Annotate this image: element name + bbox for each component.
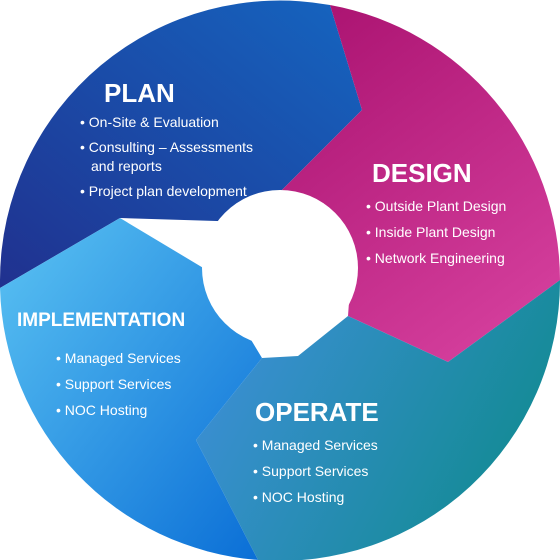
implementation-item-3-text: NOC Hosting [65,402,147,418]
design-title: DESIGN [372,158,472,188]
plan-item-2-cont: and reports [91,158,162,174]
operate-item-2: • Support Services [253,463,368,479]
operate-title: OPERATE [255,397,379,427]
plan-item-2-text: Consulting – Assessments [89,139,253,155]
operate-item-3-text: NOC Hosting [262,489,344,505]
operate-item-1: • Managed Services [253,437,378,453]
implementation-item-1-text: Managed Services [65,350,181,366]
plan-item-3-text: Project plan development [89,183,247,199]
operate-item-3: • NOC Hosting [253,489,344,505]
segment-operate [196,280,560,560]
design-item-1-text: Outside Plant Design [375,198,507,214]
operate-item-1-text: Managed Services [262,437,378,453]
plan-title: PLAN [104,78,175,108]
design-item-2-text: Inside Plant Design [375,224,496,240]
implementation-item-3: • NOC Hosting [56,402,147,418]
operate-item-2-text: Support Services [262,463,369,479]
segment-plan [0,0,362,289]
implementation-title: IMPLEMENTATION [17,310,185,331]
plan-item-3: • Project plan development [80,183,247,199]
design-item-1: • Outside Plant Design [366,198,506,214]
implementation-item-1: • Managed Services [56,350,181,366]
design-item-3: • Network Engineering [366,250,505,266]
design-item-2: • Inside Plant Design [366,224,495,240]
implementation-item-2: • Support Services [56,376,171,392]
center-circle [202,190,358,346]
design-item-3-text: Network Engineering [375,250,505,266]
segment-implementation [0,218,262,560]
segment-design [270,5,560,362]
plan-item-1-text: On-Site & Evaluation [89,114,219,130]
plan-item-1: • On-Site & Evaluation [80,114,219,130]
plan-item-2: • Consulting – Assessments [80,139,253,155]
implementation-item-2-text: Support Services [65,376,172,392]
